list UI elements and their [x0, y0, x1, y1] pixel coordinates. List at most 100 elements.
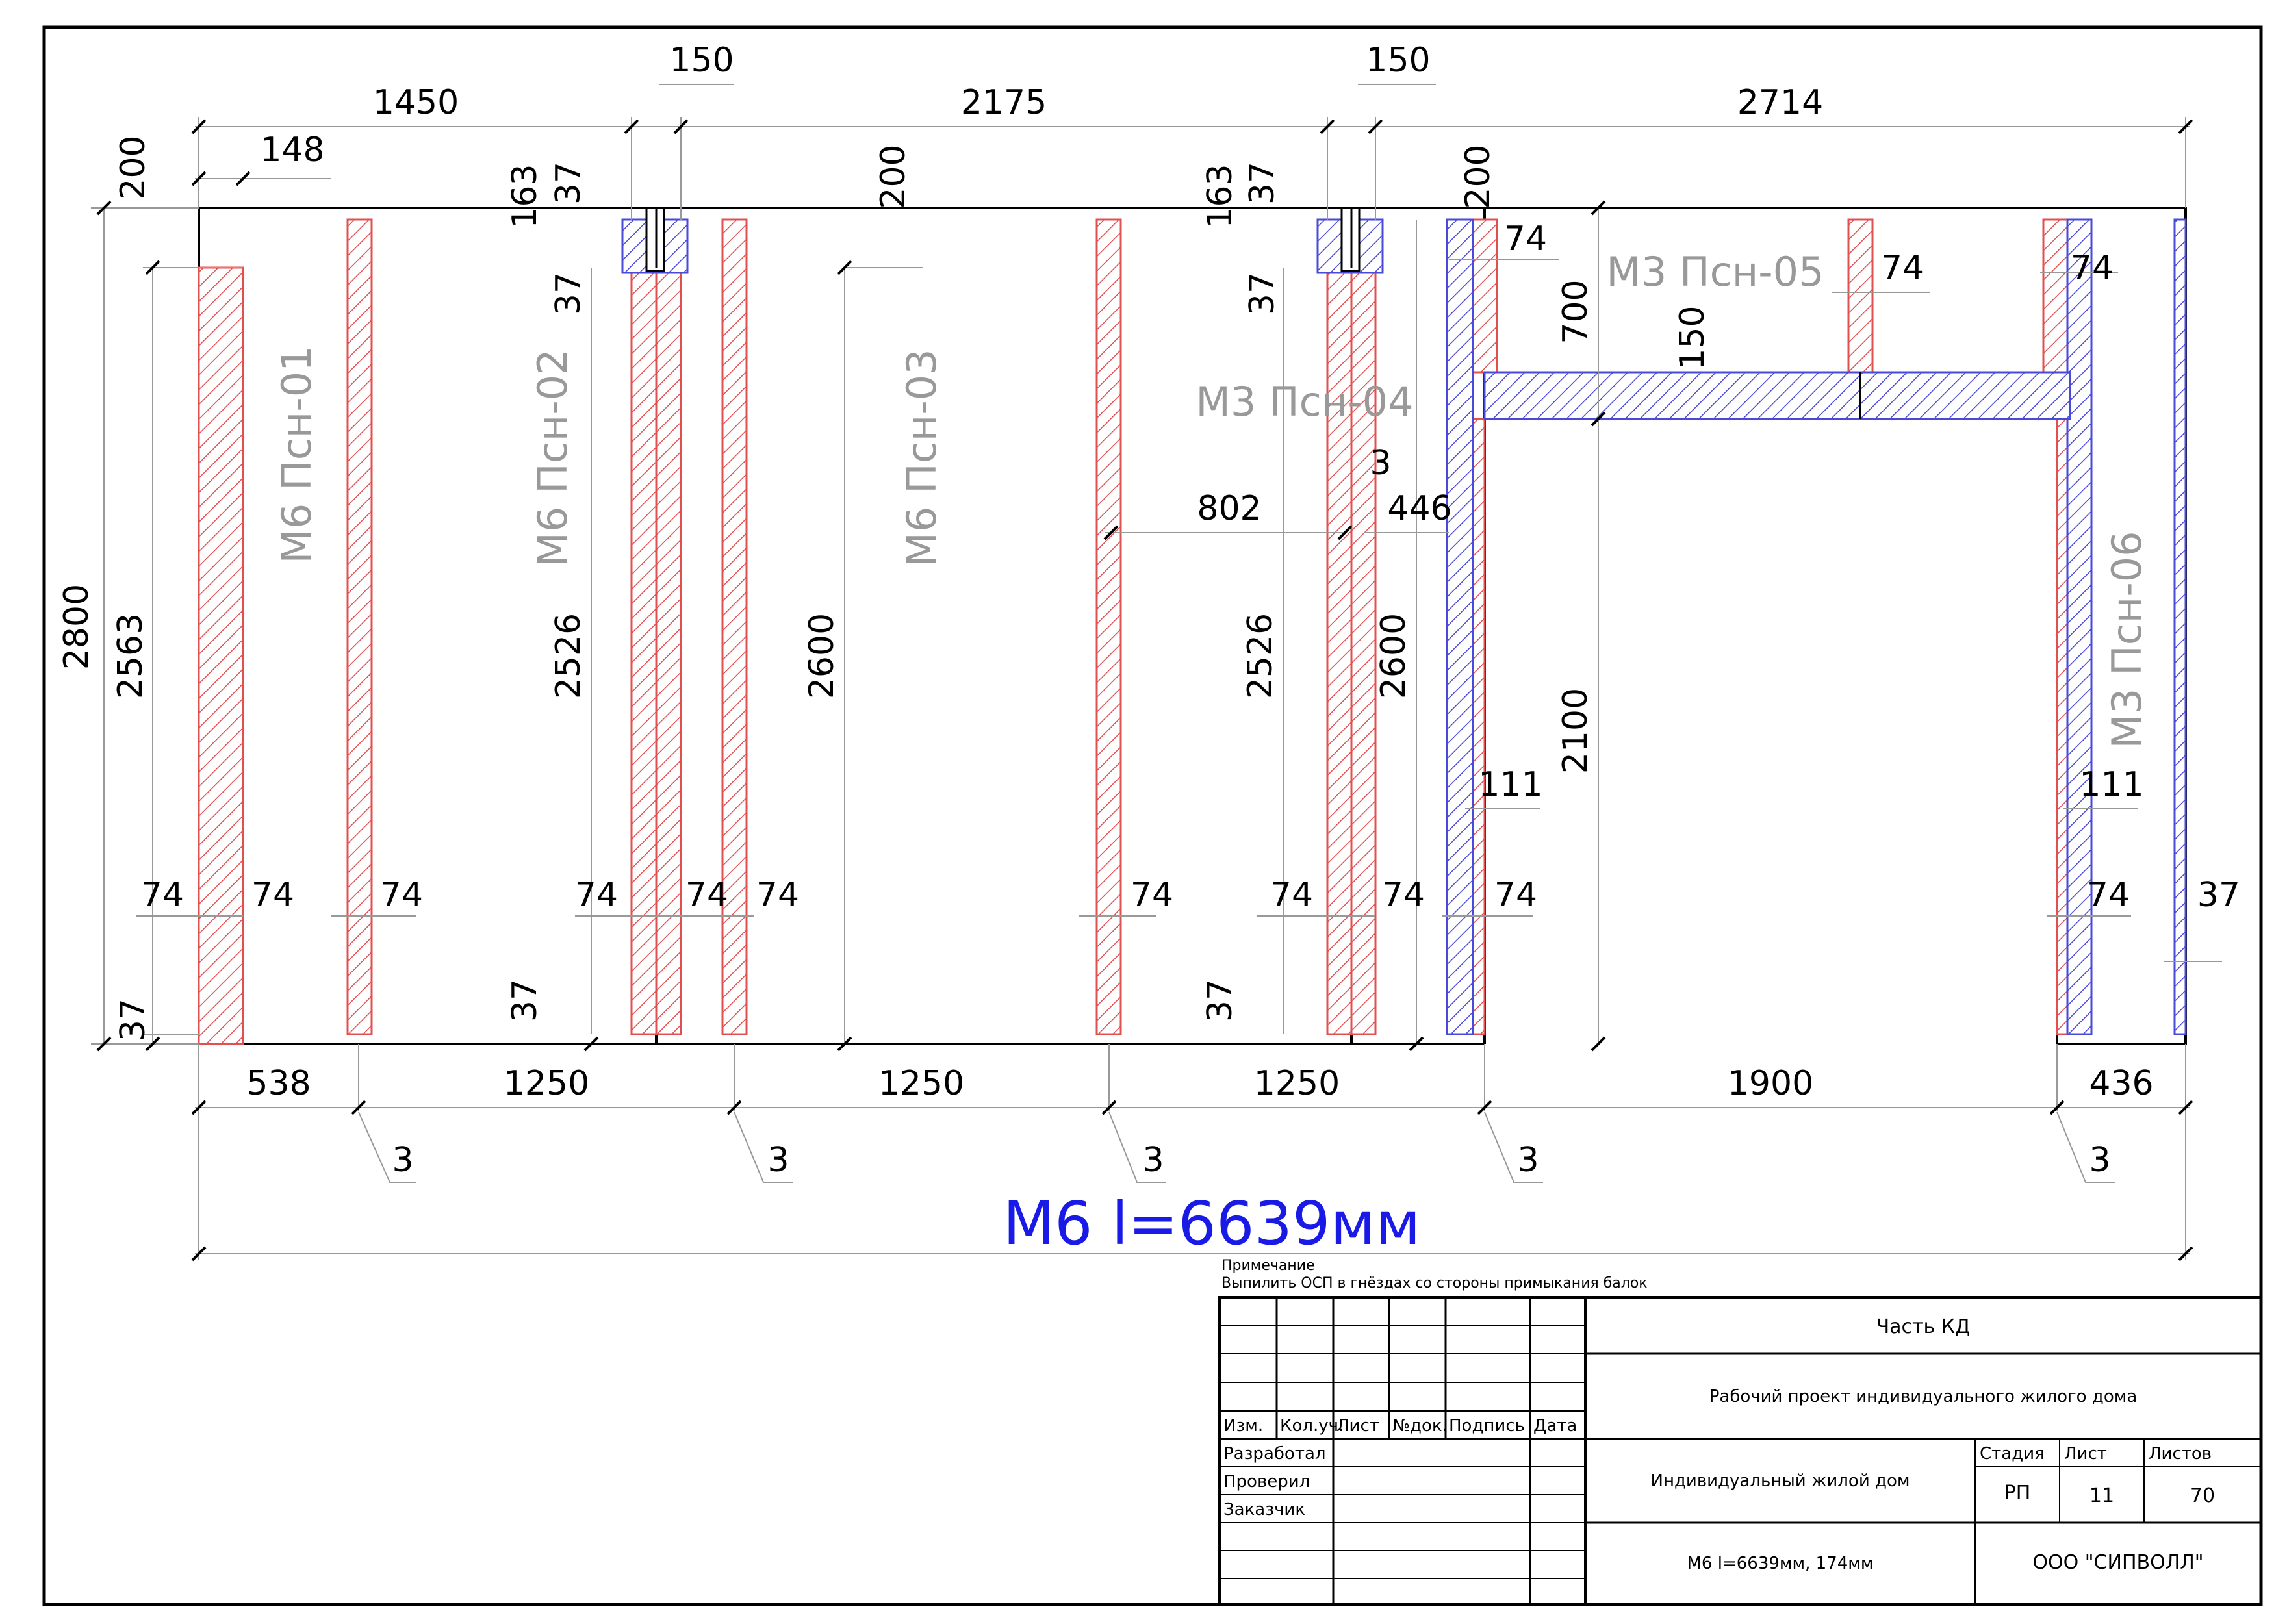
- tb-col-koluch: Кол.уч.: [1280, 1416, 1344, 1436]
- dim-37-d: 37: [1243, 272, 1282, 315]
- dim-2600-a: 2600: [802, 613, 841, 699]
- dim-111-b: 111: [2079, 765, 2143, 804]
- dim-37-e: 37: [114, 998, 153, 1041]
- tb-row-zakazchik: Заказчик: [1223, 1500, 1305, 1519]
- stud-13: [2042, 218, 2069, 374]
- dim-150-a: 150: [669, 41, 734, 80]
- dim-2175: 2175: [961, 83, 1047, 122]
- stud-11: [1472, 218, 1498, 374]
- dim-111-a: 111: [1478, 765, 1542, 804]
- tb-sheet: 11: [2089, 1484, 2114, 1507]
- dim-37-c: 37: [549, 272, 588, 315]
- notes-heading: Примечание: [1221, 1258, 1315, 1274]
- dim-gap: 3: [2089, 1141, 2110, 1180]
- dim-bottom-seg: 1250: [1254, 1064, 1340, 1103]
- tb-item: M6 l=6639мм, 174мм: [1687, 1554, 1873, 1573]
- dim-163-b: 163: [1201, 164, 1240, 228]
- dim-802: 802: [1197, 489, 1261, 528]
- tb-object: Индивидуальный жилой дом: [1651, 1471, 1910, 1491]
- dimension-ticks: [96, 119, 2193, 1262]
- dimension-text-inner: 802 446 3 111 111 74 74 74 74 74 74 74 7…: [141, 220, 2240, 915]
- stud-04: [655, 218, 682, 1035]
- dim-2563: 2563: [111, 613, 150, 699]
- dim-2526-b: 2526: [1241, 613, 1280, 699]
- red-studs: [198, 218, 2082, 1045]
- dim-148: 148: [260, 131, 324, 170]
- dim-74: 74: [2087, 876, 2130, 915]
- stud-06: [1095, 218, 1122, 1035]
- dimension-text-bottom: 538 1250 1250 1250 1900 436 3 3 3 3 3: [246, 1064, 2153, 1180]
- dim-74: 74: [756, 876, 799, 915]
- blue-stud-left: [1446, 218, 1474, 1035]
- panel-label-05: M3 Псн-05: [1606, 248, 1824, 296]
- stud-01: [198, 266, 244, 1045]
- tb-sheets: 70: [2190, 1484, 2215, 1507]
- panel-label-04: M3 Псн-04: [1195, 378, 1413, 425]
- tb-row-proveril: Проверил: [1223, 1472, 1310, 1491]
- dim-74: 74: [1131, 876, 1173, 915]
- dim-37-f: 37: [505, 979, 544, 1022]
- tb-project: Рабочий проект индивидуального жилого до…: [1709, 1387, 2138, 1406]
- dim-bottom-seg: 1900: [1728, 1064, 1813, 1103]
- dim-bottom-seg: 538: [246, 1064, 311, 1103]
- dim-2600-b: 2600: [1374, 613, 1413, 699]
- stud-02: [346, 218, 373, 1035]
- dim-163-a: 163: [505, 164, 544, 228]
- dim-2526-a: 2526: [549, 613, 588, 699]
- title-block-text: Часть КД Рабочий проект индивидуального …: [1223, 1315, 2215, 1574]
- tb-stage-label: Стадия: [1980, 1444, 2045, 1464]
- stud-07: [1326, 218, 1353, 1035]
- dim-74-top: 74: [2071, 249, 2114, 288]
- tb-company: ООО "СИПВОЛЛ": [2032, 1551, 2203, 1574]
- stud-12: [1847, 218, 1874, 374]
- wall-outline: [198, 207, 2187, 1045]
- panel-label-01: M6 Псн-01: [273, 346, 320, 563]
- dim-74-top: 74: [1881, 249, 1924, 288]
- tb-sheets-label: Листов: [2149, 1444, 2212, 1464]
- dim-74: 74: [141, 876, 184, 915]
- tb-row-razrab: Разработал: [1223, 1444, 1326, 1464]
- dim-150-c: 150: [1673, 305, 1712, 370]
- dim-37-g: 37: [1201, 979, 1240, 1022]
- dimension-text-top: 1450 150 2175 150 2714 148: [260, 41, 1823, 170]
- dimension-lines: [91, 84, 2222, 1260]
- panel-label-06: M3 Псн-06: [2103, 531, 2151, 748]
- blue-stud-far: [2173, 218, 2187, 1035]
- tb-sheet-label: Лист: [2064, 1444, 2107, 1464]
- dim-74-top: 74: [1504, 220, 1547, 259]
- dim-200-c: 200: [1459, 144, 1498, 209]
- dim-37-a: 37: [549, 162, 588, 205]
- panel-label-03: M6 Псн-03: [898, 349, 945, 566]
- blue-stud-right: [2066, 218, 2093, 1035]
- socket-inner: [645, 207, 1361, 272]
- dim-gap: 3: [767, 1141, 789, 1180]
- dim-74: 74: [575, 876, 618, 915]
- dim-bottom-seg: 436: [2089, 1064, 2153, 1103]
- dim-2714: 2714: [1737, 83, 1823, 122]
- dim-74: 74: [1494, 876, 1537, 915]
- tb-col-data: Дата: [1533, 1416, 1577, 1436]
- dim-bottom-seg: 1250: [504, 1064, 589, 1103]
- dim-74: 74: [1270, 876, 1313, 915]
- title-block: [1218, 1296, 2262, 1606]
- notes-line: Выпилить ОСП в гнёздах со стороны примык…: [1221, 1275, 1648, 1291]
- tb-col-izm: Изм.: [1223, 1416, 1263, 1436]
- dim-2100: 2100: [1556, 688, 1595, 774]
- dim-74: 74: [380, 876, 423, 915]
- sheet-frame: [42, 25, 2263, 1606]
- tb-col-podpis: Подпись: [1449, 1416, 1525, 1436]
- tb-part: Часть КД: [1876, 1315, 1971, 1338]
- panel-label-02: M6 Псн-02: [529, 349, 576, 566]
- dim-37-b: 37: [1243, 162, 1282, 205]
- dimension-text-vertical: 200 200 200 163 37 163 37 37 37 2800 256…: [57, 135, 1712, 1041]
- panel-labels: M6 Псн-01 M6 Псн-02 M6 Псн-03 M3 Псн-04 …: [273, 248, 2151, 749]
- dim-200-b: 200: [874, 144, 913, 209]
- tb-col-list: Лист: [1336, 1416, 1379, 1436]
- stud-05: [721, 218, 748, 1035]
- dim-74: 74: [251, 876, 294, 915]
- tb-col-ndok: №док.: [1392, 1416, 1448, 1436]
- stud-03: [630, 218, 658, 1035]
- dim-200-a: 200: [114, 135, 153, 199]
- dim-gap: 3: [392, 1141, 413, 1180]
